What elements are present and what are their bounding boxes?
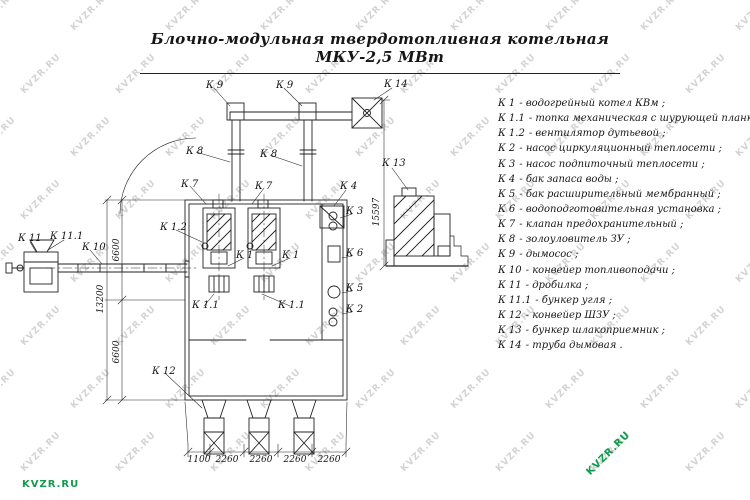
dim-left-lower: 6600 [112, 340, 122, 364]
legend-item: К 9- дымосос ; [498, 247, 750, 262]
legend-item-desc: - насос подпиточный теплосети ; [519, 158, 705, 170]
part-label-k10: К 10 [82, 242, 106, 253]
legend-item-code: К 10 [498, 264, 522, 276]
legend-item-code: К 12 [498, 309, 522, 321]
legend-item-desc: - топка механическая с шурующей планкой … [528, 113, 750, 125]
dim-bottom-5: 2260 [317, 455, 341, 465]
part-label-k1-1-left: К 1.1 [192, 300, 219, 311]
dim-stack-height: 15597 [372, 197, 382, 227]
legend-item-desc: - труба дымовая . [525, 340, 623, 352]
dimension-lines [102, 95, 391, 458]
legend-item-code: К 14 [498, 340, 522, 352]
legend-item: К 13- бункер шлакоприемник ; [498, 323, 750, 338]
legend-item: К 1.1- топка механическая с шурующей пла… [498, 111, 750, 126]
part-label-k12: К 12 [152, 366, 176, 377]
part-label-k9-right: К 9 [276, 80, 294, 91]
part-label-k1-2: К 1.2 [160, 222, 187, 233]
part-label-k7-left: К 7 [181, 179, 199, 190]
drawing-title: Блочно-модульная твердотопливная котельн… [140, 30, 620, 74]
legend: К 1- водогрейный котел КВм ; К 1.1- топк… [498, 96, 750, 353]
legend-item: К 1.2- вентилятор дутьевой ; [498, 126, 750, 141]
part-label-k7-right: К 7 [255, 181, 273, 192]
legend-item: К 3- насос подпиточный теплосети ; [498, 157, 750, 172]
dim-bottom-1: 1100 [187, 455, 211, 465]
legend-item: К 2- насос циркуляционный теплосети ; [498, 141, 750, 156]
legend-item: К 11.1- бункер угля ; [498, 293, 750, 308]
legend-item-code: К 1.2 [498, 128, 525, 140]
legend-item-desc: - клапан предохранительный ; [519, 219, 684, 231]
part-label-k11-1: К 11.1 [50, 231, 84, 242]
flue-duct-and-chimney [226, 97, 383, 202]
legend-item: К 14- труба дымовая . [498, 338, 750, 353]
legend-item-code: К 13 [498, 325, 522, 337]
dim-left-total: 13200 [96, 284, 106, 314]
legend-item-code: К 9 [498, 249, 516, 261]
legend-item-desc: - бункер шлакоприемник ; [525, 325, 666, 337]
legend-item-desc: - золоуловитель ЗУ ; [519, 234, 631, 246]
legend-item-desc: - дымосос ; [519, 249, 579, 261]
legend-item-code: К 8 [498, 234, 516, 246]
side-elevation-view [385, 187, 469, 267]
legend-item-code: К 2 [498, 143, 516, 155]
dim-bottom-2: 2260 [215, 455, 239, 465]
part-label-k4: К 4 [340, 181, 358, 192]
part-label-k8-right: К 8 [260, 149, 278, 160]
legend-item: К 1- водогрейный котел КВм ; [498, 96, 750, 111]
legend-item-code: К 5 [498, 188, 516, 200]
legend-item: К 6- водоподготовительная установка ; [498, 202, 750, 217]
fuel-supply-line [5, 239, 199, 293]
part-label-k2: К 2 [346, 304, 364, 315]
legend-item-desc: - бак запаса воды ; [519, 173, 619, 185]
legend-item-code: К 1.1 [498, 113, 525, 125]
dim-bottom-4: 2260 [283, 455, 307, 465]
legend-item-code: К 3 [498, 158, 516, 170]
part-label-k6: К 6 [346, 248, 364, 259]
legend-item-desc: - водогрейный котел КВм ; [519, 98, 666, 109]
dim-left-upper: 6600 [112, 238, 122, 262]
part-label-k5: К 5 [346, 283, 364, 294]
legend-item: К 10- конвейер топливоподачи ; [498, 263, 750, 278]
part-label-k8-left: К 8 [186, 146, 204, 157]
part-label-k13: К 13 [382, 158, 406, 169]
legend-item: К 7- клапан предохранительный ; [498, 217, 750, 232]
part-label-k9-left: К 9 [206, 80, 224, 91]
part-label-k3: К 3 [346, 206, 364, 217]
legend-item-code: К 4 [498, 173, 516, 185]
part-label-k1-left: К 1 [236, 250, 254, 261]
legend-item: К 11- дробилка ; [498, 278, 750, 293]
legend-item-code: К 11 [498, 279, 522, 291]
legend-item-desc: - насос циркуляционный теплосети ; [519, 143, 722, 155]
legend-item-desc: - конвейер ШЗУ ; [525, 309, 616, 321]
legend-item-desc: - вентилятор дутьевой ; [528, 128, 666, 140]
dim-bottom-3: 2260 [249, 455, 273, 465]
part-label-k1-1-right: К 1.1 [278, 300, 305, 311]
legend-item-desc: - водоподготовительная установка ; [519, 203, 721, 215]
site-watermark-badge: KVZR.RU [22, 479, 80, 490]
legend-item-desc: - конвейер топливоподачи ; [525, 264, 676, 276]
leader-lines [29, 87, 409, 409]
legend-item-code: К 7 [498, 219, 516, 231]
legend-item-code: К 6 [498, 203, 516, 215]
legend-item-desc: - бак расширительный мембранный ; [519, 188, 721, 200]
building-plan [119, 137, 348, 455]
legend-item: К 4- бак запаса воды ; [498, 172, 750, 187]
legend-item: К 12- конвейер ШЗУ ; [498, 308, 750, 323]
legend-item-code: К 11.1 [498, 294, 532, 306]
legend-item: К 8- золоуловитель ЗУ ; [498, 232, 750, 247]
part-label-k11: К 11 [18, 233, 42, 244]
part-label-k14: К 14 [384, 79, 408, 90]
legend-item-code: К 1 [498, 98, 516, 109]
legend-item: К 5- бак расширительный мембранный ; [498, 187, 750, 202]
part-label-k1-right: К 1 [282, 250, 300, 261]
legend-item-desc: - бункер угля ; [535, 294, 613, 306]
legend-item-desc: - дробилка ; [525, 279, 589, 291]
